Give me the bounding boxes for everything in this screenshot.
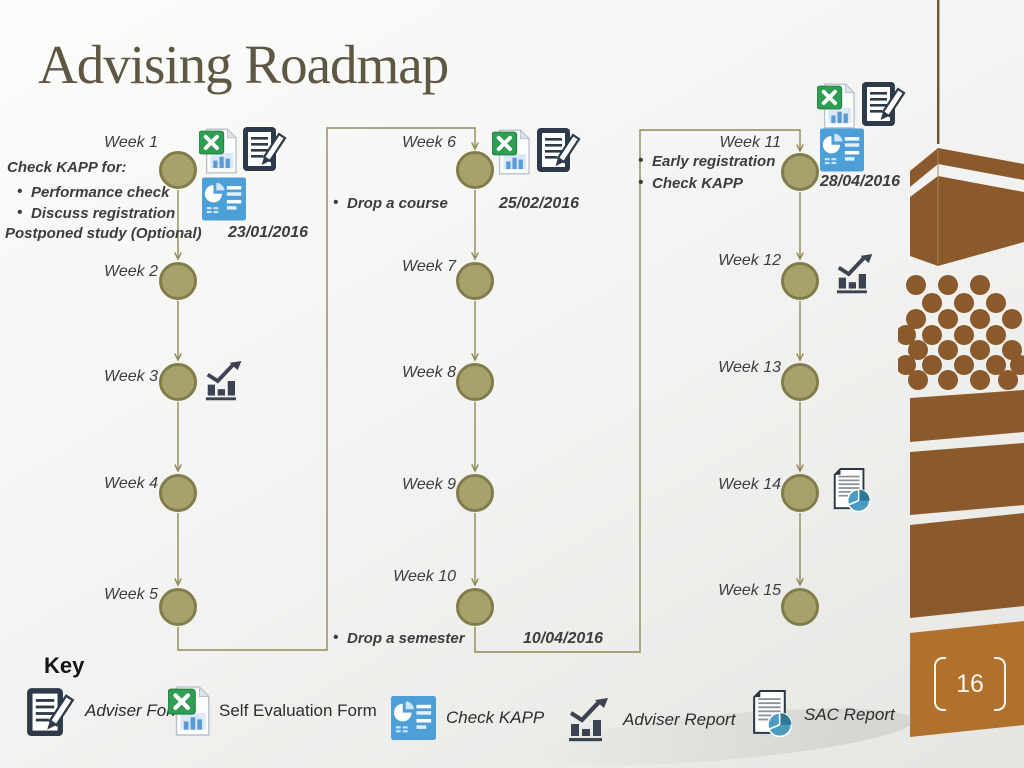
week-10-bullet: Drop a semester — [332, 629, 465, 647]
week-5-label: Week 5 — [104, 586, 158, 603]
week-1-note-heading: Check KAPP for: — [7, 159, 127, 176]
key-item-check-kapp: Check KAPP — [390, 696, 544, 740]
week-11-node — [781, 153, 819, 191]
week-13-node — [781, 363, 819, 401]
week-15-label: Week 15 — [718, 582, 781, 599]
week-8-label: Week 8 — [402, 364, 456, 381]
week-1-date: 23/01/2016 — [228, 224, 309, 241]
week-10-label: Week 10 — [393, 568, 456, 585]
week-5-node — [159, 588, 197, 626]
week-6-label: Week 6 — [402, 134, 456, 151]
self-evaluation-form-icon — [817, 83, 855, 129]
week-2-node — [159, 262, 197, 300]
week-12-label: Week 12 — [718, 252, 781, 269]
week-13-label: Week 13 — [718, 359, 781, 376]
week-1-note-bullet-2: Discuss registration — [16, 204, 175, 222]
tower-dots — [898, 275, 1024, 390]
week-10-node — [456, 588, 494, 626]
week-1-note-bullet-1: Performance check — [16, 183, 169, 201]
week-12-node — [781, 262, 819, 300]
week-9-label: Week 9 — [402, 476, 456, 493]
week-4-node — [159, 474, 197, 512]
key-label: Adviser Report — [623, 710, 736, 729]
check-kapp-icon — [820, 128, 864, 172]
key-item-sac-report: SAC Report — [748, 690, 895, 739]
self-evaluation-form-icon — [168, 686, 210, 736]
key-heading: Key — [44, 653, 85, 678]
self-evaluation-form-icon — [199, 128, 237, 174]
week-9-node — [456, 474, 494, 512]
week-14-node — [781, 474, 819, 512]
week-1-label: Week 1 — [104, 134, 158, 151]
adviser-form-icon — [861, 79, 907, 127]
week-11-label: Week 11 — [719, 134, 781, 151]
week-6-date: 25/02/2016 — [499, 195, 580, 212]
key-item-adviser-form: Adviser Form — [26, 684, 186, 738]
check-kapp-icon — [202, 177, 246, 221]
week-14-label: Week 14 — [718, 476, 781, 493]
adviser-report-icon — [834, 254, 878, 294]
week-3-label: Week 3 — [104, 368, 158, 385]
week-15-node — [781, 588, 819, 626]
week-6-bullet: Drop a course — [332, 194, 448, 212]
page-number: 16 — [934, 654, 1006, 714]
page-title: Advising Roadmap — [38, 34, 449, 95]
week-2-label: Week 2 — [104, 263, 158, 280]
adviser-report-icon — [203, 361, 247, 401]
adviser-report-icon — [566, 698, 614, 742]
key-label: Self Evaluation Form — [219, 701, 377, 720]
week-8-node — [456, 363, 494, 401]
sac-report-icon — [748, 690, 795, 739]
key-label: Check KAPP — [446, 708, 545, 727]
week-11-date: 28/04/2016 — [820, 173, 901, 190]
adviser-form-icon — [26, 684, 76, 738]
week-6-node — [456, 151, 494, 189]
week-1-note-footer: Postponed study (Optional) — [5, 225, 202, 242]
week-1-node — [159, 151, 197, 189]
check-kapp-icon — [390, 696, 437, 740]
week-4-label: Week 4 — [104, 475, 158, 492]
page-number-right-bracket — [994, 657, 1006, 711]
key-label: SAC Report — [804, 704, 895, 724]
key-label: Adviser Form — [85, 701, 187, 720]
week-7-node — [456, 262, 494, 300]
adviser-form-icon — [536, 125, 582, 173]
week-11-bullet-1: Early registration — [637, 152, 775, 170]
page-number-left-bracket — [934, 657, 946, 711]
self-evaluation-form-icon — [492, 129, 530, 175]
week-3-node — [159, 363, 197, 401]
sac-report-icon — [829, 468, 873, 514]
page-number-value: 16 — [956, 669, 984, 698]
key-item-self-evaluation-form: Self Evaluation Form — [168, 686, 377, 736]
key-item-adviser-report: Adviser Report — [566, 698, 735, 742]
week-10-date: 10/04/2016 — [523, 630, 604, 647]
week-11-bullet-2: Check KAPP — [637, 174, 743, 192]
tower-graphic — [898, 0, 1024, 737]
week-7-label: Week 7 — [402, 258, 456, 275]
adviser-form-icon — [242, 124, 288, 172]
